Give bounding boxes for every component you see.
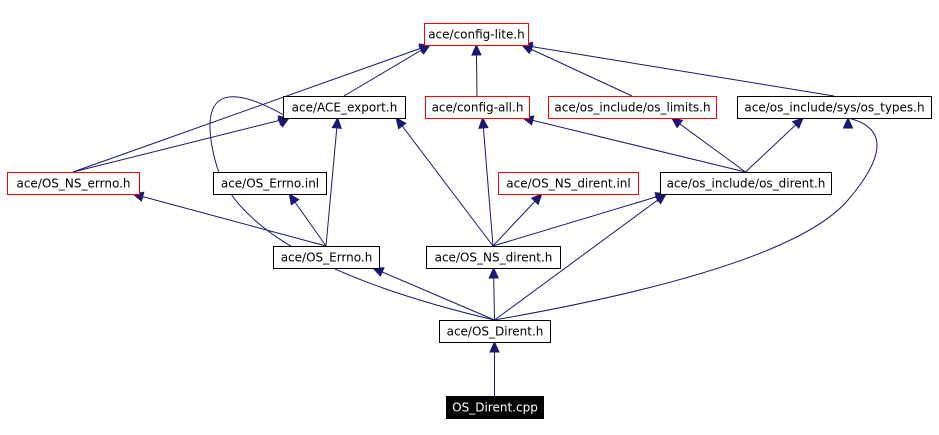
edge-os_errno_h-to-os_ns_errno — [132, 193, 327, 247]
edge-os_types-to-config_lite — [521, 44, 835, 97]
node-box — [660, 172, 832, 195]
arrowhead-os_ns_dirent_h-to-ace_export — [395, 117, 407, 130]
node-box — [548, 96, 717, 119]
node-box — [283, 96, 406, 119]
node-os-types[interactable]: ace/os_include/sys/os_types.h — [737, 96, 932, 119]
node-config-all[interactable]: ace/config-all.h — [425, 96, 530, 119]
arrowhead-ace_export-to-config_lite — [418, 44, 432, 55]
node-box — [7, 172, 140, 195]
node-os-dirent-cpp: OS_Dirent.cpp — [446, 396, 544, 419]
node-label: ace/os_include/os_dirent.h — [667, 177, 826, 191]
node-os-errno-h[interactable]: ace/OS_Errno.h — [273, 246, 380, 269]
edge-os_dirent_main-to-ace_export — [209, 96, 495, 321]
node-label: ace/OS_Dirent.h — [447, 325, 544, 339]
arrowhead-os_dirent_main-to-os_errno_h — [371, 267, 385, 277]
edge-os_dirent_h-to-config_all — [522, 117, 746, 173]
node-os-errno-inl[interactable]: ace/OS_Errno.inl — [213, 172, 327, 195]
edge-os_dirent_main-to-os_errno_h — [372, 267, 495, 321]
edge-os_ns_dirent_h-to-ace_export — [395, 117, 494, 247]
arrowhead-os_dirent_cpp-to-os_dirent_main — [489, 340, 500, 353]
node-box — [498, 172, 639, 195]
node-label: ace/config-lite.h — [428, 28, 525, 42]
node-os-ns-dirent-inl[interactable]: ace/OS_NS_dirent.inl — [498, 172, 639, 195]
node-os-dirent-main[interactable]: ace/OS_Dirent.h — [439, 320, 551, 343]
node-box — [424, 23, 529, 46]
node-label: ace/ACE_export.h — [292, 101, 398, 115]
arrowhead-os_errno_h-to-os_errno_inl — [288, 193, 300, 206]
arrowhead-os_ns_dirent_h-to-os_ns_dirent_inl — [530, 193, 543, 206]
node-os-dirent-h[interactable]: ace/os_include/os_dirent.h — [660, 172, 832, 195]
arrowhead-os_dirent_main-to-os_ns_dirent_h — [488, 266, 499, 279]
node-config-lite[interactable]: ace/config-lite.h — [424, 23, 529, 46]
node-label: ace/os_include/sys/os_types.h — [744, 101, 924, 115]
node-os-limits[interactable]: ace/os_include/os_limits.h — [548, 96, 717, 119]
node-label: ace/OS_Errno.inl — [221, 177, 319, 191]
edge-os_dirent_main-to-os_dirent_h — [494, 193, 667, 321]
edge-os_ns_dirent_h-to-config_all — [482, 117, 494, 247]
edges-layer — [72, 41, 878, 396]
arrowhead-os_dirent_main-to-os_types — [842, 116, 854, 129]
edge-os_ns_dirent_h-to-os_ns_dirent_inl — [492, 193, 543, 247]
node-label: ace/OS_NS_errno.h — [16, 177, 130, 191]
node-label: ace/config-all.h — [432, 101, 524, 115]
edge-os_ns_errno-to-ace_export — [72, 117, 290, 173]
arrowhead-os_ns_dirent_h-to-config_all — [478, 116, 489, 129]
arrowhead-os_dirent_h-to-os_types — [791, 117, 804, 130]
edge-os_errno_h-to-ace_export — [325, 117, 339, 247]
node-label: ace/os_include/os_limits.h — [554, 101, 710, 115]
node-box — [425, 96, 530, 119]
node-box — [213, 172, 327, 195]
node-box — [273, 246, 380, 269]
edge-os_limits-to-config_lite — [521, 44, 633, 97]
node-box — [426, 246, 561, 269]
node-os-ns-errno[interactable]: ace/OS_NS_errno.h — [7, 172, 140, 195]
node-box — [737, 96, 932, 119]
edge-ace_export-to-config_lite — [343, 44, 431, 97]
edge-os_dirent_main-to-os_types — [494, 117, 878, 321]
node-ace-export[interactable]: ace/ACE_export.h — [283, 96, 406, 119]
node-label: ace/OS_Errno.h — [281, 251, 373, 265]
node-box — [439, 320, 551, 343]
arrowhead-config_all-to-config_lite — [471, 43, 482, 56]
edge-os_dirent_h-to-os_limits — [671, 117, 746, 173]
arrowhead-os_dirent_h-to-os_limits — [670, 117, 684, 129]
nodes-layer: ace/config-lite.h ace/ACE_export.h ace/con… — [7, 23, 932, 419]
node-label: ace/OS_NS_dirent.h — [435, 251, 553, 265]
edge-os_dirent_h-to-os_types — [745, 117, 804, 173]
node-label: OS_Dirent.cpp — [452, 401, 538, 415]
node-os-ns-dirent-h[interactable]: ace/OS_NS_dirent.h — [426, 246, 561, 269]
arrowhead-os_errno_h-to-ace_export — [331, 116, 342, 129]
edge-os_errno_h-to-os_errno_inl — [288, 193, 327, 247]
node-box — [446, 396, 544, 419]
node-label: ace/OS_NS_dirent.inl — [506, 177, 630, 191]
edge-os_ns_dirent_h-to-os_dirent_h — [492, 193, 667, 247]
edge-os_ns_errno-to-config_lite — [72, 44, 431, 173]
